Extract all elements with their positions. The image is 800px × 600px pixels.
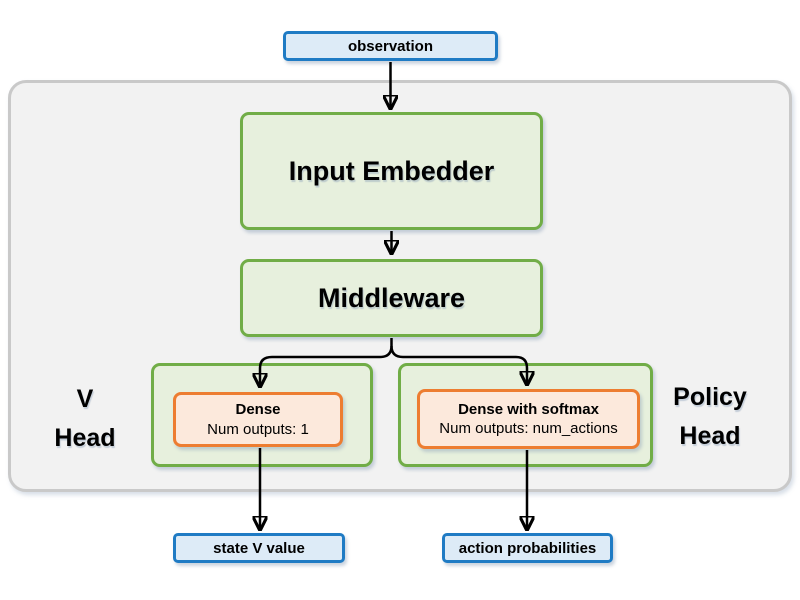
node-v-dense-title: Dense (235, 401, 281, 418)
node-middleware-label: Middleware (317, 282, 466, 313)
node-policy-dense: Dense with softmax Num outputs: num_acti… (417, 389, 640, 449)
v-head-label-line1: V (76, 385, 94, 413)
policy-head-label: Policy Head (650, 378, 770, 456)
v-head-label: V Head (25, 380, 145, 458)
node-action-probabilities: action probabilities (442, 533, 613, 563)
node-observation: observation (283, 31, 498, 61)
node-action-probabilities-label: action probabilities (458, 539, 597, 557)
node-v-dense: Dense Num outputs: 1 (173, 392, 343, 447)
policy-head-label-line1: Policy (673, 383, 747, 411)
policy-head-label-line2: Head (679, 422, 741, 450)
v-head-label-line2: Head (54, 424, 116, 452)
node-policy-dense-title: Dense with softmax (458, 400, 599, 418)
node-observation-label: observation (347, 37, 434, 55)
node-v-dense-subtitle: Num outputs: 1 (207, 420, 309, 438)
node-middleware: Middleware (240, 259, 543, 337)
node-policy-dense-subtitle: Num outputs: num_actions (439, 420, 618, 437)
node-input-embedder: Input Embedder (240, 112, 543, 230)
node-input-embedder-label: Input Embedder (288, 155, 495, 186)
node-state-v-value: state V value (173, 533, 345, 563)
node-state-v-value-label: state V value (213, 539, 305, 557)
